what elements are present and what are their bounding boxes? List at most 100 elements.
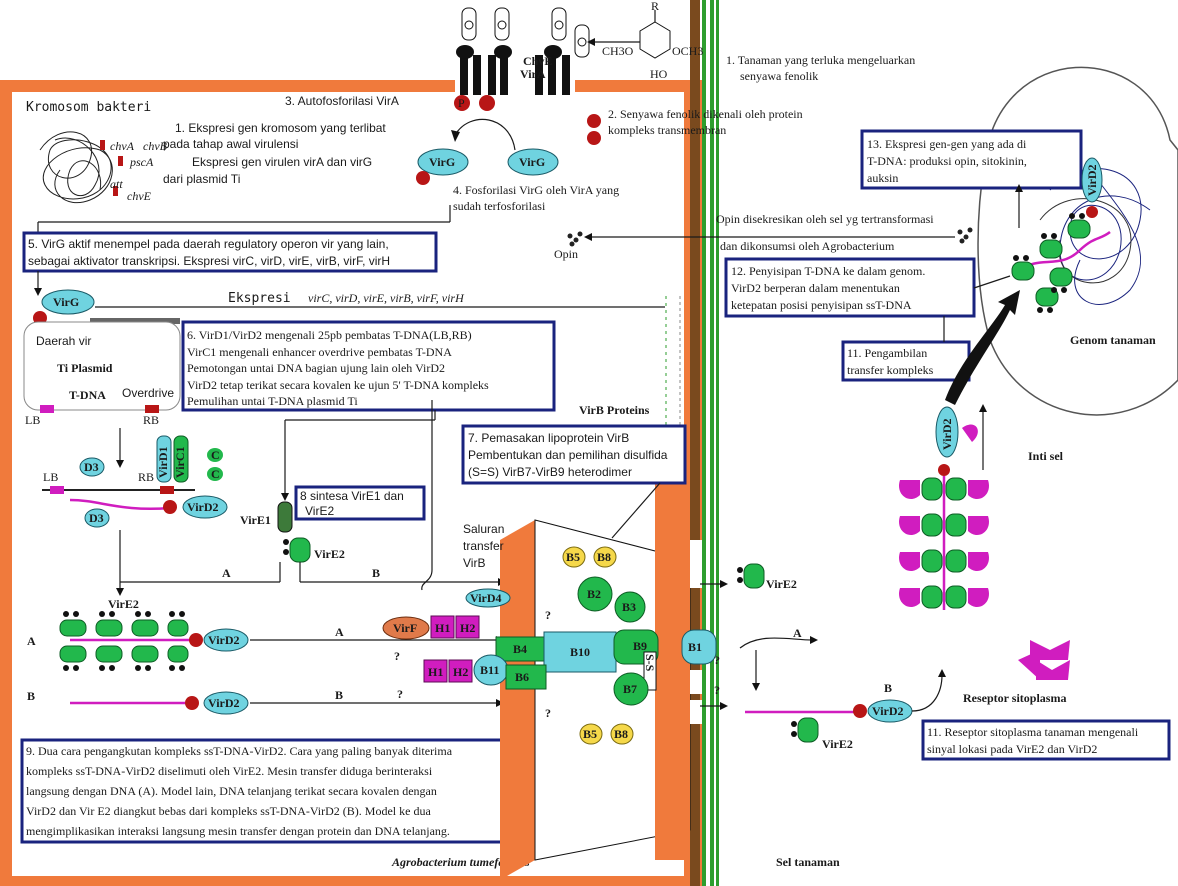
b6-label: B6 (515, 670, 529, 684)
step13-line: 13. Ekspresi gen-gen yang ada di (867, 137, 1027, 151)
d3-protein (79, 457, 105, 477)
chem-och3-left: CH3O (602, 44, 634, 58)
h1-label: H1 (428, 665, 443, 679)
chromosome-tangle (39, 131, 123, 204)
arrowhead (281, 493, 289, 501)
virb-proteins-label: VirB Proteins (579, 403, 650, 417)
reseptor-label: Reseptor sitoplasma (963, 691, 1066, 705)
h2-label: H2 (460, 621, 475, 635)
arrowhead (752, 683, 760, 691)
virg-label-2: VirG (519, 155, 545, 169)
step13-box (860, 129, 1083, 190)
chromosome-title: Kromosom bakteri (26, 100, 151, 115)
step12-line: VirD2 berperan dalam menentukan (731, 281, 900, 295)
h2-protein (448, 659, 473, 683)
virf-label: VirF (393, 621, 417, 635)
step11a-box (841, 340, 971, 382)
vire2-plant (797, 717, 819, 743)
step11b-box (921, 719, 1171, 761)
plant-step1-line1: 1. Tanaman yang terluka mengeluarkan (726, 53, 915, 67)
step5-line1: 5. VirG aktif menempel pada daerah regul… (28, 237, 389, 251)
rb-label-2: RB (138, 470, 154, 484)
route-a-plant-label: A (793, 626, 802, 640)
b5-label: B5 (566, 550, 580, 564)
saluran-line3: VirB (463, 556, 485, 570)
phospho-dot (938, 464, 950, 476)
virc1-label: VirC1 (173, 446, 187, 478)
question-mark: ? (397, 687, 403, 701)
step12-line: ketepatan posisi penyisipan ssT-DNA (731, 298, 912, 312)
step6-box (181, 320, 556, 412)
phenolic-compound (639, 10, 671, 59)
tdna-strand (69, 498, 171, 511)
virg-bound (41, 289, 95, 315)
ekspresi-genes: virC, virD, virE, virB, virF, virH (308, 291, 465, 305)
inti-sel-label: Inti sel (1028, 449, 1064, 463)
step2-line1: 2. Senyawa fenolik dikenali oleh protein (608, 107, 803, 121)
lb-marker (50, 486, 64, 494)
virg-label-1: VirG (429, 155, 455, 169)
b1-label: B1 (688, 640, 702, 654)
b2-subunit (577, 576, 613, 612)
vire1-protein (277, 501, 293, 533)
phospho-dot (185, 696, 199, 710)
daerah-vir: Daerah vir (36, 334, 91, 348)
arrowhead (1015, 184, 1023, 192)
vira-receptors (454, 7, 590, 111)
b4-label: B4 (513, 642, 527, 656)
organism-label: Agrobacterium tumefaciens (391, 855, 530, 869)
step11b-line: sinyal lokasi pada VirE2 dan VirD2 (927, 742, 1097, 756)
pore (690, 700, 702, 724)
vird2-protein (203, 691, 249, 715)
receptor-vire2-stack (899, 476, 989, 610)
step7-line3: (S=S) VirB7-VirB9 heterodimer (468, 465, 632, 479)
virg-active (417, 148, 469, 176)
rb-label: RB (143, 413, 159, 427)
b9-label: B9 (633, 639, 647, 653)
virf-protein (382, 616, 430, 640)
pore (690, 670, 702, 694)
step3-text: 3. Autofosforilasi VirA (285, 94, 399, 108)
overdrive-label: Overdrive (122, 386, 174, 400)
integration-complex (1011, 213, 1111, 313)
step5-line2: sebagai aktivator transkripsi. Ekspresi … (28, 254, 390, 268)
step9-line: kompleks ssT-DNA-VirD2 diselimuti oleh V… (26, 764, 433, 778)
b8-label: B8 (597, 550, 611, 564)
b10-label: B10 (570, 645, 590, 659)
connector (911, 674, 943, 712)
ss-bond (643, 651, 657, 691)
step11b-line: 11. Reseptor sitoplasma tanaman mengenal… (927, 725, 1139, 739)
d3-label: D3 (89, 511, 104, 525)
plant-membrane-third (716, 0, 719, 886)
vird2-protein (182, 495, 228, 519)
plant-cell-label: Sel tanaman (776, 855, 840, 869)
plant-membrane-inner (710, 0, 714, 886)
b5-label: B5 (583, 727, 597, 741)
step12-line: 12. Penyisipan T-DNA ke dalam genom. (731, 264, 925, 278)
p-label: P (458, 96, 465, 110)
arrowhead (116, 460, 124, 468)
virg-cycle-arrow (454, 118, 516, 151)
ekspresi-label: Ekspresi (228, 291, 291, 306)
step9-box (20, 738, 506, 844)
cytoplasmic-receptor (1018, 640, 1070, 680)
phospho-dot (587, 131, 601, 145)
vird2-label-b: VirD2 (208, 696, 240, 710)
gene-chva: chvA (110, 139, 135, 153)
ti-plasmid-label: Ti Plasmid (57, 361, 113, 375)
route-b-label: B (372, 566, 380, 580)
step4-line2: sudah terfosforilasi (453, 199, 546, 213)
b4-subunit (495, 636, 545, 662)
d3-label: D3 (84, 460, 99, 474)
ti-plasmid (23, 321, 181, 411)
step9-line: mengimplikasikan interaksi langsung mesi… (26, 824, 450, 838)
step6-line: Pemulihan untai T-DNA plasmid Ti (187, 394, 358, 408)
step6-line: VirC1 mengenali enhancer overdrive pemba… (187, 345, 452, 359)
phospho-dot (416, 171, 430, 185)
route-a-label: A (222, 566, 231, 580)
connector (611, 482, 661, 539)
vird1-label: VirD1 (156, 446, 170, 478)
step1-line3: Ekspresi gen virulen virA dan virG (192, 155, 372, 169)
receptor-bound (962, 424, 978, 442)
